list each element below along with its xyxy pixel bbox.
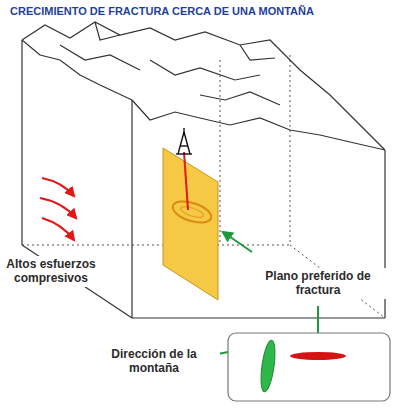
fracture-ellipse (170, 197, 214, 226)
direction-label: Dirección de la montaña (88, 346, 220, 377)
stress-label: Altos esfuerzos compresivos (3, 256, 99, 287)
fracture-plane (163, 148, 218, 300)
fracture-ellipse-inner (179, 204, 204, 219)
wellbore (184, 152, 188, 210)
stress-arrows (40, 178, 76, 240)
fracture-direction-ellipse (290, 352, 346, 360)
plane-label: Plano preferido de fractura (250, 268, 386, 299)
diagram-title: CRECIMIENTO DE FRACTURA CERCA DE UNA MON… (10, 5, 314, 17)
mountain-direction-ellipse (258, 339, 277, 392)
inset-box (228, 333, 390, 401)
derrick-symbol (176, 128, 192, 154)
